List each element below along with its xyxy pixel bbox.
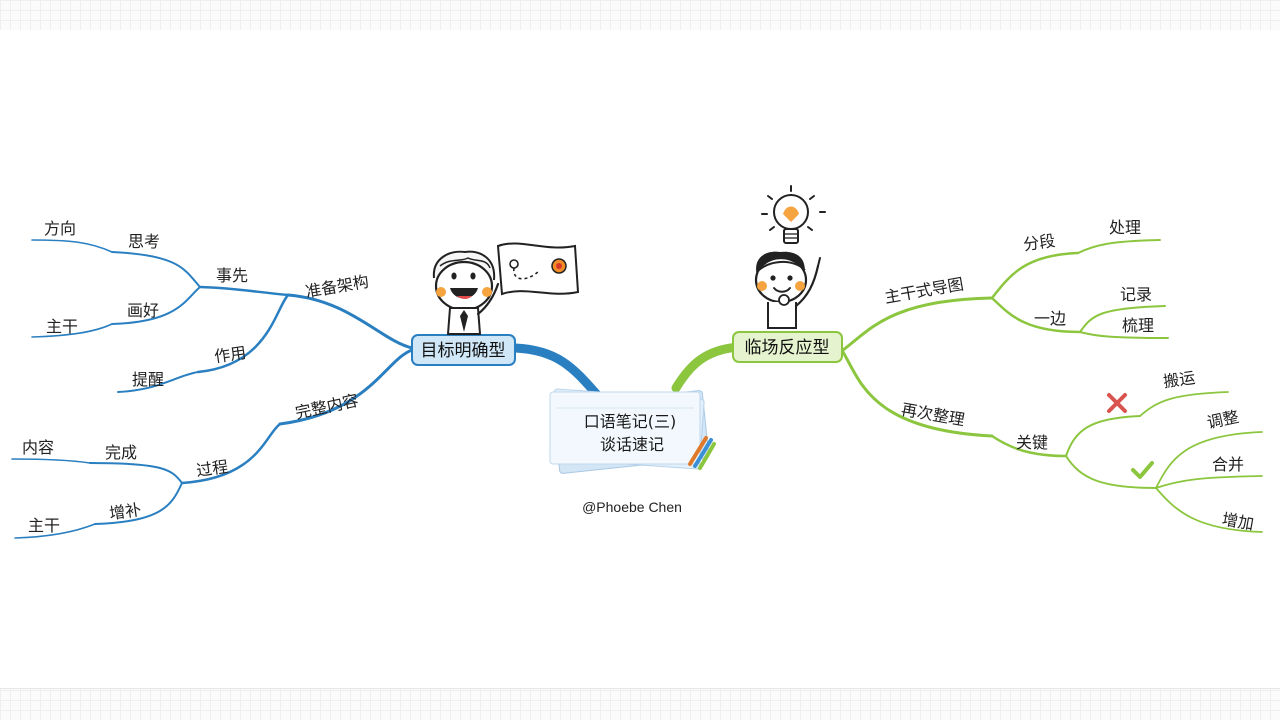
lightbulb-icon bbox=[761, 185, 826, 244]
node-trunk-1[interactable]: 主干 bbox=[46, 317, 78, 336]
cross-icon bbox=[1107, 393, 1127, 413]
check-icon bbox=[1131, 461, 1154, 479]
main-topic-right[interactable]: 临场反应型 bbox=[732, 331, 843, 363]
slide-canvas bbox=[0, 30, 1280, 689]
node-advance[interactable]: 事先 bbox=[216, 266, 248, 285]
node-effect[interactable]: 作用 bbox=[213, 343, 247, 366]
node-add[interactable]: 增加 bbox=[1221, 509, 1256, 533]
main-topic-left[interactable]: 目标明确型 bbox=[411, 334, 516, 366]
main-topic-right-label: 临场反应型 bbox=[745, 338, 830, 358]
left-labels: 准备架构 事先 思考 方向 画好 主干 作用 提醒 完整内容 过程 完成 内容 … bbox=[22, 219, 370, 535]
node-content[interactable]: 内容 bbox=[22, 438, 54, 457]
connector-center-left bbox=[510, 343, 605, 403]
node-trunk-2[interactable]: 主干 bbox=[28, 516, 60, 535]
central-title-line2: 谈话速记 bbox=[600, 435, 664, 454]
connector-center-right bbox=[671, 342, 743, 393]
left-branches bbox=[11, 239, 414, 539]
node-draw[interactable]: 画好 bbox=[127, 301, 159, 320]
businessman-illustration bbox=[432, 242, 580, 335]
node-record[interactable]: 记录 bbox=[1120, 285, 1152, 304]
node-reorganize[interactable]: 再次整理 bbox=[900, 400, 966, 430]
central-topic[interactable]: 口语笔记(三) 谈话速记 bbox=[549, 388, 716, 474]
node-side[interactable]: 一边 bbox=[1034, 309, 1066, 328]
node-prepare[interactable]: 准备架构 bbox=[304, 272, 370, 302]
right-labels: 主干式导图 分段 处理 一边 记录 梳理 再次整理 关键 搬运 调整 合并 增加 bbox=[883, 218, 1255, 534]
node-think[interactable]: 思考 bbox=[128, 232, 160, 251]
node-organize[interactable]: 梳理 bbox=[1122, 316, 1154, 335]
central-title-line1: 口语笔记(三) bbox=[584, 412, 677, 431]
node-move[interactable]: 搬运 bbox=[1162, 368, 1196, 391]
right-branches bbox=[841, 239, 1263, 533]
main-topic-left-label: 目标明确型 bbox=[421, 341, 506, 361]
node-finish[interactable]: 完成 bbox=[105, 443, 137, 462]
node-process[interactable]: 过程 bbox=[195, 457, 229, 480]
pens-icon bbox=[688, 436, 716, 470]
author-credit: @Phoebe Chen bbox=[582, 499, 682, 515]
node-supplement[interactable]: 增补 bbox=[108, 500, 142, 523]
node-segment[interactable]: 分段 bbox=[1022, 231, 1056, 254]
node-complete-content[interactable]: 完整内容 bbox=[294, 391, 361, 423]
node-remind[interactable]: 提醒 bbox=[132, 370, 164, 389]
thinker-illustration bbox=[754, 185, 826, 329]
node-key[interactable]: 关键 bbox=[1016, 433, 1048, 452]
node-handle[interactable]: 处理 bbox=[1109, 218, 1141, 237]
node-direction[interactable]: 方向 bbox=[44, 219, 76, 238]
node-merge[interactable]: 合并 bbox=[1212, 455, 1244, 474]
node-adjust[interactable]: 调整 bbox=[1205, 407, 1240, 432]
